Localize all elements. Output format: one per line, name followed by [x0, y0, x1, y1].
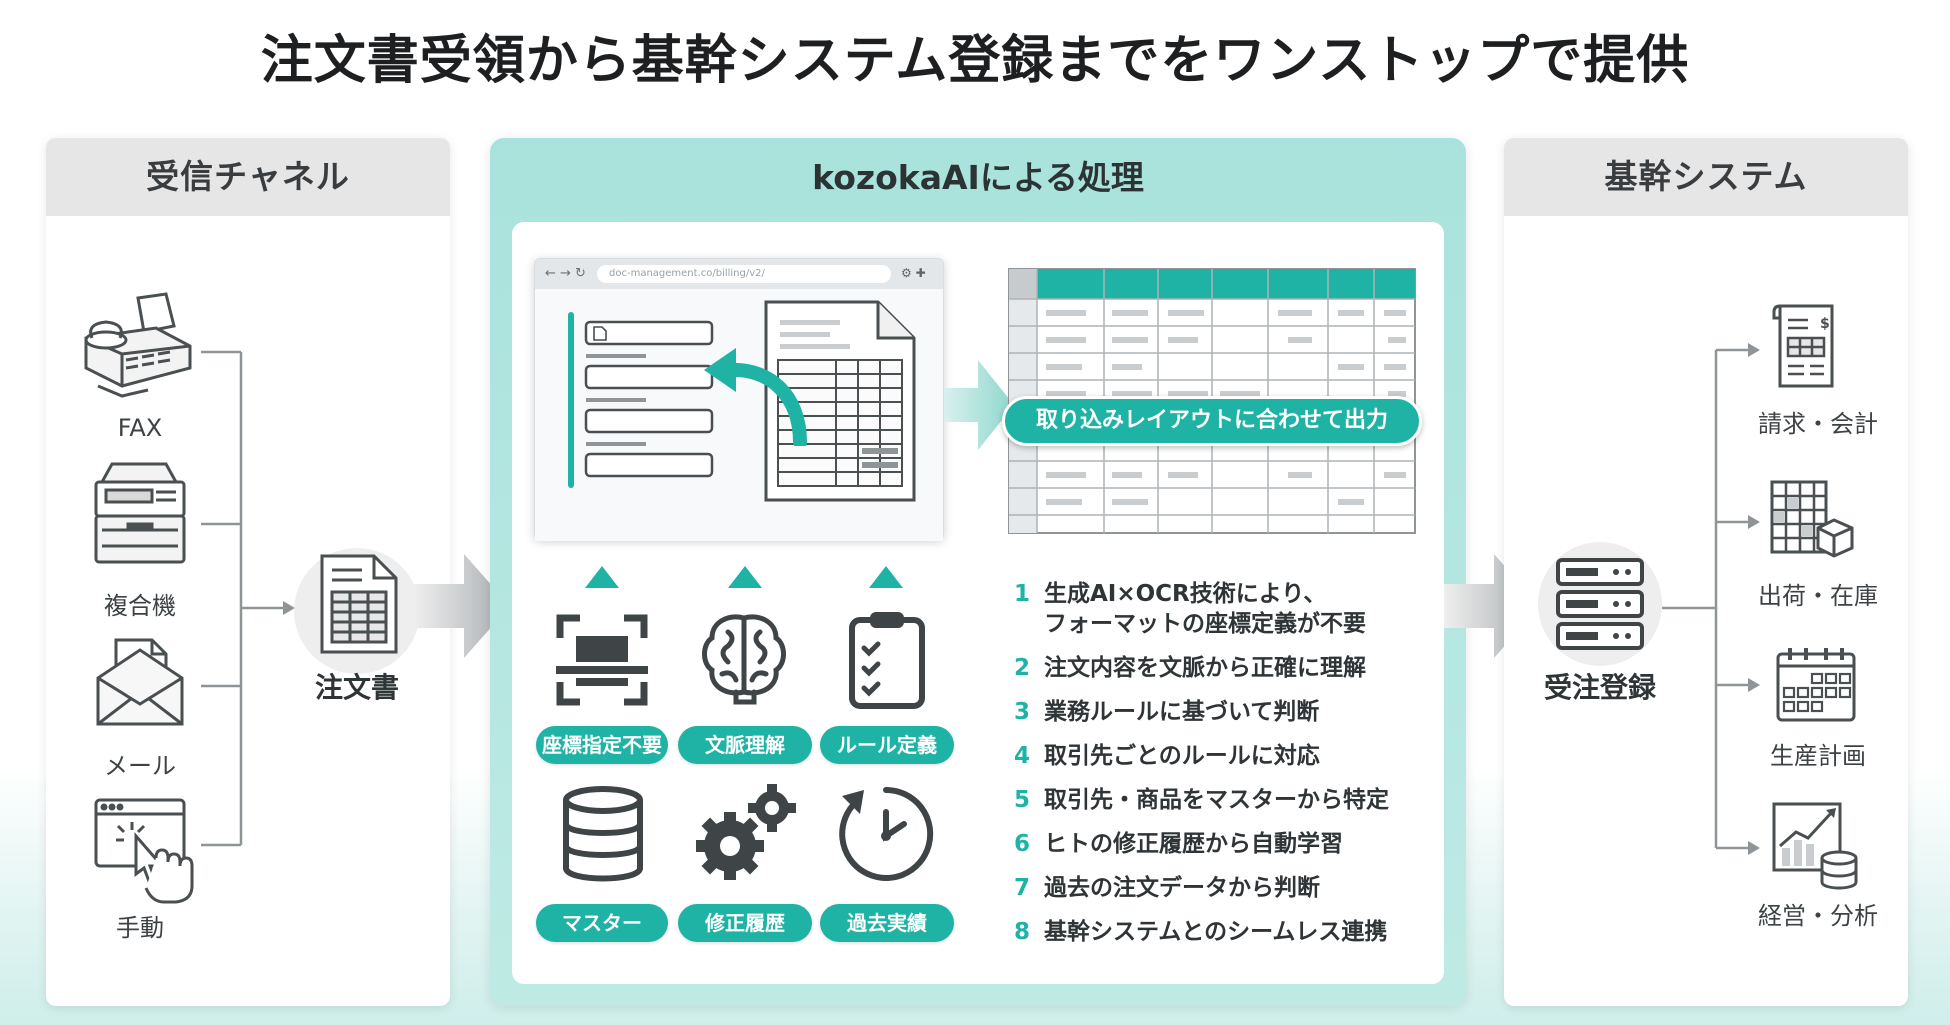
system-label-shipping: 出荷・在庫	[1758, 582, 1878, 610]
flow-arrow-in	[414, 554, 510, 658]
system-label-analysis: 経営・分析	[1758, 902, 1878, 930]
server-stack-icon	[1556, 558, 1644, 650]
system-label-production: 生産計画	[1770, 742, 1866, 770]
output-layout-badge: 取り込みレイアウトに合わせて出力	[1002, 396, 1422, 446]
warehouse-boxes-icon	[1770, 480, 1854, 558]
order-registration-label: 受注登録	[1543, 671, 1656, 704]
system-connector-lines	[1662, 343, 1760, 855]
envelope-icon	[96, 638, 184, 726]
svg-text:$: $	[1820, 316, 1830, 332]
channel-label-email: メール	[104, 752, 176, 780]
feature-pointer-2	[728, 566, 762, 588]
database-icon	[563, 786, 643, 882]
feature-master: マスター	[536, 904, 668, 942]
form-sidebar-bar	[568, 312, 574, 488]
point-1-continued: フォーマットの座標定義が不要	[1044, 611, 1366, 637]
feature-context-understanding: 文脈理解	[678, 726, 812, 764]
order-document-icon	[320, 554, 398, 654]
channel-connector-lines	[201, 350, 295, 847]
channel-label-fax: FAX	[117, 414, 163, 442]
feature-coordinate-free: 座標指定不要	[536, 726, 668, 764]
multifunction-printer-icon	[94, 462, 186, 564]
order-document-label: 注文書	[314, 671, 399, 704]
channel-label-mfp: 複合機	[104, 592, 176, 620]
core-system-header: 基幹システム	[1504, 138, 1908, 216]
clipboard-checklist-icon	[849, 612, 925, 709]
brain-icon	[702, 614, 786, 705]
browser-url-bar[interactable]: doc-management.co/billing/v2/	[597, 265, 891, 283]
output-flow-arrow	[944, 360, 1014, 450]
system-label-billing: 請求・会計	[1758, 410, 1878, 438]
scan-frame-icon	[556, 614, 648, 706]
page-title: 注文書受領から基幹システム登録までをワンストップで提供	[260, 31, 1690, 91]
clock-history-icon	[839, 786, 934, 881]
channel-label-manual: 手動	[116, 914, 164, 942]
form-fields	[584, 320, 714, 478]
receiving-channel-header: 受信チャネル	[46, 138, 450, 216]
feature-correction-history: 修正履歴	[678, 904, 812, 942]
kozoka-ai-processing-header: kozokaAIによる処理	[812, 158, 1144, 197]
browser-hand-cursor-icon	[94, 798, 194, 904]
browser-nav-icons[interactable]: ← → ↻	[545, 266, 586, 281]
feature-past-results: 過去実績	[820, 904, 954, 942]
gears-icon	[696, 784, 796, 880]
extract-arrow-icon	[704, 348, 807, 446]
chart-database-icon	[1772, 802, 1858, 890]
feature-pointer-3	[869, 566, 903, 588]
browser-extension-icons[interactable]: ⚙ ✚	[901, 266, 926, 280]
feature-pointer-1	[585, 566, 619, 588]
calendar-icon	[1776, 648, 1856, 722]
fax-machine-icon	[84, 292, 192, 398]
feature-rule-definition: ルール定義	[820, 726, 954, 764]
invoice-icon: $	[1772, 304, 1834, 388]
